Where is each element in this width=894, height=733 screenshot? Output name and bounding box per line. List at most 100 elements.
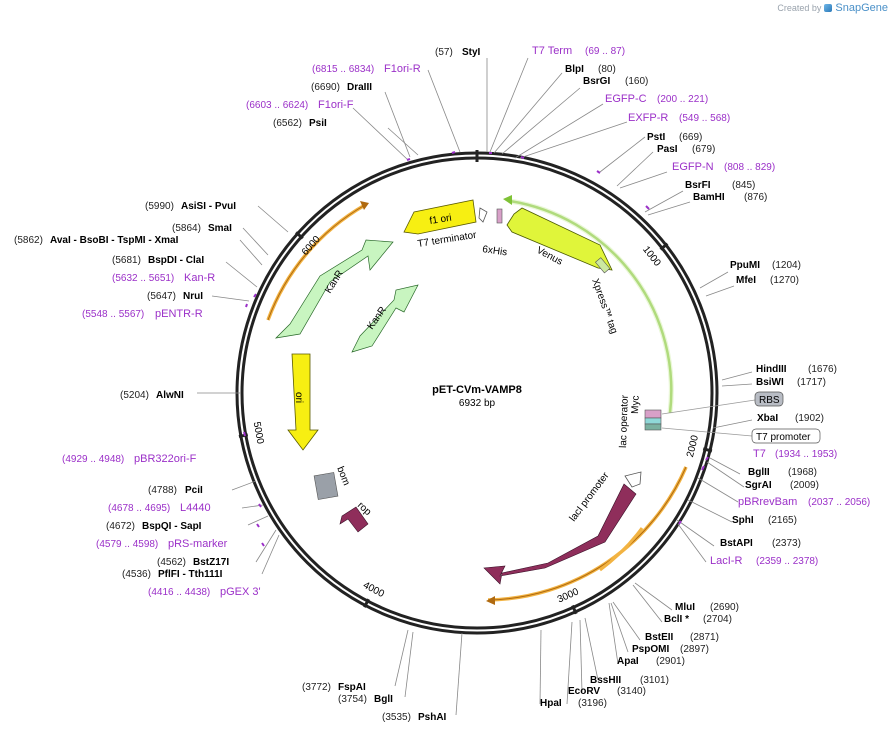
enzyme-pos-fspai: (3772) (302, 682, 331, 693)
leader-lines (197, 57, 753, 716)
his-tag-label: 6xHis (482, 244, 508, 258)
laci-promoter-glyph (624, 471, 642, 488)
t7-terminator-glyph (478, 207, 488, 223)
plasmid-name: pET-CVm-VAMP8 (432, 384, 522, 396)
myc-label: Myc (630, 395, 642, 414)
ori-arrow (287, 353, 319, 451)
scale-tick-label: 1000 (640, 244, 663, 269)
enzyme-pos-blpi: (80) (598, 64, 616, 75)
scale-tick-label: 5000 (251, 421, 266, 445)
enzyme-asisi: AsiSI - PvuI (181, 201, 236, 212)
rbs-leader (661, 399, 756, 415)
enzyme-bglii: BglII (748, 467, 770, 478)
enzyme-pos-avai: (5862) (14, 235, 43, 246)
enzyme-xbai: XbaI (757, 413, 778, 424)
enzyme-pos-mfei: (1270) (770, 275, 799, 286)
enzyme-hindiii: HindIII (756, 364, 787, 375)
enzyme-pos-sphi: (2165) (768, 515, 797, 526)
enzyme-bspqi: BspQI - SapI (142, 521, 202, 532)
enzyme-pos-bspqi: (4672) (106, 521, 135, 532)
primer-egfp-n-range: (808 .. 829) (724, 162, 775, 173)
enzyme-pos-sgrai: (2009) (790, 480, 819, 491)
primer-exfp-r-range: (549 .. 568) (679, 113, 730, 124)
enzyme-pos-pspomi: (2897) (680, 644, 709, 655)
primer-prs-marker-range: (4579 .. 4598) (96, 539, 158, 550)
orange-arc-right (487, 466, 688, 602)
t7-promoter-badge (751, 428, 821, 444)
plasmid-length: 6932 bp (459, 398, 496, 409)
primer-pbrrevbam: pBRrevBam (738, 496, 797, 508)
primer-pgex3-range: (4416 .. 4438) (148, 587, 210, 598)
enzyme-bcli: BclI * (664, 614, 689, 625)
enzyme-nrui: NruI (183, 291, 203, 302)
watermark-brand: SnapGene (835, 2, 888, 14)
enzyme-pos-nrui: (5647) (147, 291, 176, 302)
rbs-label: RBS (759, 395, 780, 406)
rbs-badge (754, 391, 784, 407)
lac-operator-label: lac operator (618, 394, 631, 448)
enzyme-bsiwi: BsiWI (756, 377, 784, 388)
primer-pbr322ori-f-range: (4929 .. 4948) (62, 454, 124, 465)
orange-arc-right-head (486, 596, 495, 605)
enzyme-sgrai: SgrAI (745, 480, 772, 491)
primer-pentr-r-range: (5548 .. 5567) (82, 309, 144, 320)
primer-ticks (243, 151, 709, 547)
primer-laci-r-range: (2359 .. 2378) (756, 556, 818, 567)
snapgene-logo-icon (824, 4, 833, 12)
enzyme-pos-bsteii: (2871) (690, 632, 719, 643)
primer-egfp-n: EGFP-N (672, 161, 714, 173)
ori-label: ori (293, 392, 304, 403)
enzyme-pos-pflfi: (4536) (122, 569, 151, 580)
watermark-prefix: Created by (777, 3, 822, 13)
enzyme-pos-bgli: (3754) (338, 694, 367, 705)
enzyme-pos-psii: (6562) (273, 118, 302, 129)
laci-arrow (483, 483, 637, 585)
enzyme-bspdi: BspDI - ClaI (148, 255, 204, 266)
enzyme-pos-bspdi: (5681) (112, 255, 141, 266)
venus-arc-arrowhead (503, 195, 512, 205)
enzyme-pshai: PshAI (418, 712, 447, 723)
kanr-inner-arrow (351, 284, 419, 353)
enzyme-pos-bcli: (2704) (703, 614, 732, 625)
enzyme-pos-bamhi: (876) (744, 192, 767, 203)
enzyme-pos-psti: (669) (679, 132, 702, 143)
enzyme-pos-bsrfi: (845) (732, 180, 755, 191)
primer-egfp-c: EGFP-C (605, 93, 647, 105)
enzyme-ppumi: PpuMI (730, 260, 760, 271)
enzyme-pos-ecorv: (3140) (617, 686, 646, 697)
primer-l4440: L4440 (180, 502, 211, 514)
enzyme-bgli: BglI (374, 694, 393, 705)
enzyme-hpai: HpaI (540, 698, 562, 709)
primer-t7term-range: (69 .. 87) (585, 46, 625, 57)
enzyme-pflfi: PflFI - Tth111I (158, 569, 223, 580)
enzyme-bsshii: BssHII (590, 675, 621, 686)
primer-f1ori-f: F1ori-F (318, 99, 354, 111)
venus-highlight-arc-glow (509, 198, 674, 414)
orange-arc-right-core (487, 466, 687, 601)
primer-pgex3: pGEX 3' (220, 586, 261, 598)
primer-f1ori-f-range: (6603 .. 6624) (246, 100, 308, 111)
bom-box (313, 472, 339, 500)
enzyme-psti: PstI (647, 132, 666, 143)
scale-tick-label: 4000 (361, 580, 386, 600)
scale-tick (363, 598, 370, 608)
enzyme-smai: SmaI (208, 223, 232, 234)
enzyme-sphi: SphI (732, 515, 754, 526)
kanr-outer-arrow (274, 239, 394, 339)
t7-promoter-leader (661, 427, 753, 437)
enzyme-alwni: AlwNI (156, 390, 184, 401)
enzyme-pos-alwni: (5204) (120, 390, 149, 401)
enzyme-pos-apai: (2901) (656, 656, 685, 667)
enzyme-pos-smai: (5864) (172, 223, 201, 234)
primer-prs-marker: pRS-marker (168, 538, 228, 550)
enzyme-blpi: BlpI (565, 64, 584, 75)
enzyme-pos-bglii: (1968) (788, 467, 817, 478)
enzyme-pos-mlui: (2690) (710, 602, 739, 613)
f1-ori-arrow (403, 199, 477, 235)
enzyme-avai: AvaI - BsoBI - TspMI - XmaI (50, 235, 179, 246)
enzyme-pos-bstapi: (2373) (772, 538, 801, 549)
enzyme-pos-ppumi: (1204) (772, 260, 801, 271)
enzyme-pasi: PasI (657, 144, 678, 155)
enzyme-bamhi: BamHI (693, 192, 725, 203)
primer-laci-r: LacI-R (710, 555, 742, 567)
